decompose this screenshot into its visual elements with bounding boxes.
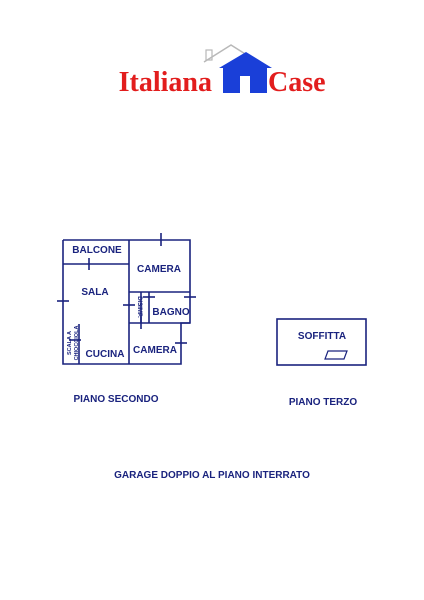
logo-word-left: Italiana [119,67,212,98]
room-cucina: CUCINA [86,349,125,360]
logo: Italiana Case [119,44,326,98]
room-camera-bottom: CAMERA [133,345,177,356]
room-chiocciola: CHIOCCIOLA [74,326,80,361]
room-labels-second: BALCONE CAMERA SALA BAGNO DISIMP. SCALA … [67,245,190,360]
plan-third-outline [276,318,367,366]
room-camera-top: CAMERA [137,264,181,275]
room-disimp: DISIMP. [136,296,142,318]
floor-plan-third [276,318,367,366]
room-bagno: BAGNO [152,307,189,318]
room-soffitta: SOFFITTA [298,331,346,342]
room-sala: SALA [81,287,108,298]
logo-word-right: Case [268,67,326,98]
hatch-icon [324,350,348,360]
caption-garage: GARAGE DOPPIO AL PIANO INTERRATO [114,470,310,481]
room-scala: SCALA A [67,331,73,355]
room-balcone: BALCONE [72,245,122,256]
caption-piano-terzo: PIANO TERZO [289,397,358,408]
caption-piano-secondo: PIANO SECONDO [73,394,158,405]
floor-plan-second [57,233,196,365]
house-icon [203,44,272,93]
